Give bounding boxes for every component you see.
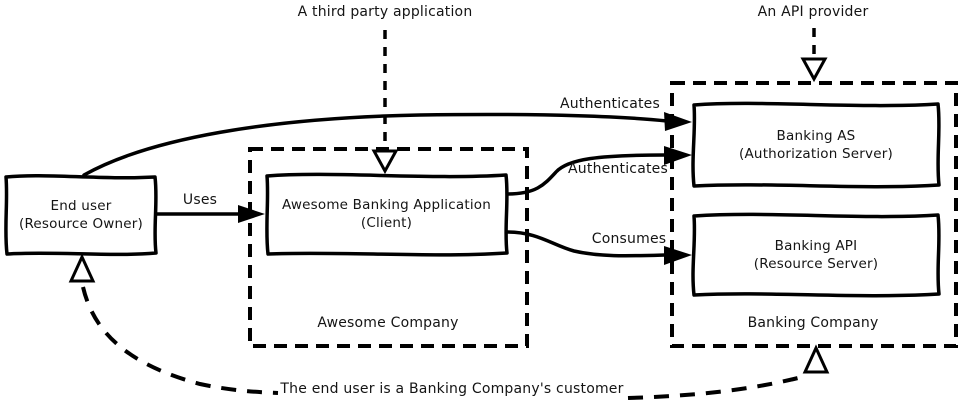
edge-customer-left bbox=[81, 286, 279, 395]
edge-authenticates-user bbox=[82, 112, 669, 177]
edge-authenticates-client bbox=[505, 153, 667, 196]
arrowhead-customer-enduser bbox=[68, 253, 96, 283]
end-user-node-label: End user (Resource Owner) bbox=[5, 176, 157, 254]
authenticates-user-label: Authenticates bbox=[560, 96, 660, 112]
resource-server-node-label: Banking API (Resource Server) bbox=[693, 214, 939, 296]
customer-note-label: The end user is a Banking Company's cust… bbox=[280, 381, 624, 397]
client-title: Awesome Banking Application bbox=[282, 197, 491, 213]
client-subtitle: (Client) bbox=[360, 215, 413, 231]
arrowhead-customer-banking bbox=[802, 344, 830, 374]
auth-server-node-label: Banking AS (Authorization Server) bbox=[693, 103, 939, 186]
arrowhead-consumes bbox=[664, 246, 692, 265]
arrowhead-authenticates-user bbox=[664, 112, 692, 131]
client-node-label: Awesome Banking Application (Client) bbox=[266, 174, 507, 254]
end-user-box bbox=[4, 173, 158, 257]
arrowhead-uses bbox=[238, 205, 265, 223]
edge-consumes bbox=[505, 230, 667, 258]
banking-company-label: Banking Company bbox=[747, 315, 879, 331]
auth-server-subtitle: (Authorization Server) bbox=[739, 145, 893, 162]
end-user-subtitle: (Resource Owner) bbox=[18, 216, 143, 232]
uses-label: Uses bbox=[182, 192, 218, 208]
consumes-label: Consumes bbox=[591, 231, 667, 247]
arrowhead-api-provider bbox=[800, 57, 828, 83]
auth-server-box bbox=[691, 101, 941, 189]
api-provider-label: An API provider bbox=[757, 4, 869, 20]
authenticates-client-label: Authenticates bbox=[568, 161, 668, 177]
awesome-company-label: Awesome Company bbox=[317, 315, 459, 331]
resource-server-subtitle: (Resource Server) bbox=[753, 256, 879, 272]
awesome-company-container bbox=[248, 147, 529, 348]
client-box bbox=[265, 172, 509, 257]
third-party-label: A third party application bbox=[297, 4, 473, 20]
arrowhead-third-party bbox=[371, 149, 399, 175]
resource-server-title: Banking API bbox=[774, 238, 858, 254]
arrowhead-authenticates-client bbox=[664, 146, 692, 165]
resource-server-box bbox=[691, 212, 941, 298]
edge-customer-right bbox=[627, 374, 807, 400]
end-user-title: End user bbox=[50, 198, 112, 214]
auth-server-title: Banking AS bbox=[776, 127, 856, 144]
